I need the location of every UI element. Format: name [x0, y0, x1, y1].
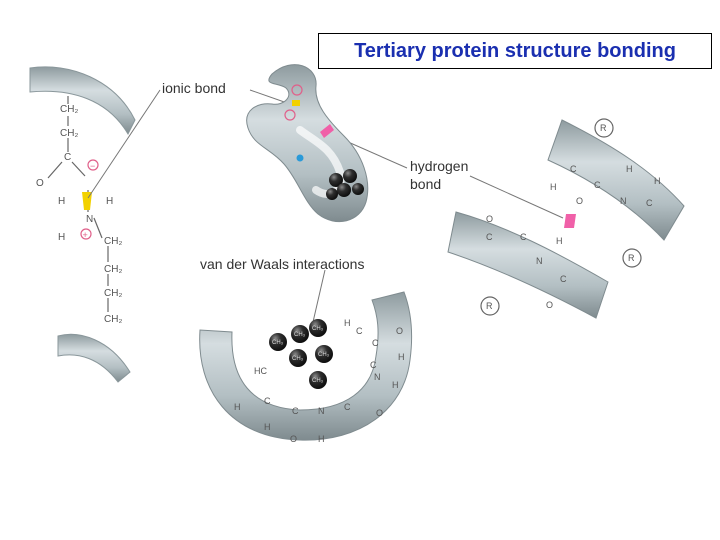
fold-charge-marker: [284, 109, 296, 121]
left-chain-group: H: [58, 232, 65, 243]
hydrophobic-sphere: [329, 173, 343, 187]
vdw-atom: N: [318, 406, 325, 416]
vdw-atom: H: [264, 422, 271, 432]
methyl-sphere: [309, 371, 327, 389]
left-chain-group: H: [106, 196, 113, 207]
methyl-label: CH₃: [294, 332, 306, 338]
left-chain-group: CH₂: [60, 104, 78, 115]
hydrogen-bond-label-line1: hydrogen: [410, 158, 469, 174]
methyl-sphere: [291, 325, 309, 343]
left-bottom-backbone: [57, 333, 131, 383]
right-atom: C: [646, 198, 653, 208]
left-chain-group: N: [86, 214, 93, 225]
vdw-u-backbone: [199, 291, 413, 441]
r-group-marker: [480, 296, 500, 316]
vdw-atom: O: [290, 434, 297, 444]
right-atom: O: [486, 214, 493, 224]
folded-protein: [246, 64, 369, 223]
right-atom: C: [560, 274, 567, 284]
fold-cation-marker: [296, 154, 304, 162]
vdw-atom: C: [372, 338, 379, 348]
left-chain-charge: +: [83, 230, 88, 240]
methyl-sphere: [269, 333, 287, 351]
vdw-atom: H: [344, 318, 351, 328]
fold-hydrogen-bond-marker: [320, 124, 334, 138]
left-chain-group: H: [58, 196, 65, 207]
right-lower-strand: [447, 211, 609, 319]
fold-ionic-marker: [292, 100, 300, 106]
right-upper-strand: [547, 119, 685, 241]
left-chain-group: O: [36, 178, 44, 189]
left-chain-charge: −: [90, 161, 95, 171]
right-atom: N: [536, 256, 543, 266]
folded-protein-core: [326, 169, 364, 200]
van-der-waals-label: van der Waals interactions: [200, 256, 365, 272]
vdw-atom: C: [370, 360, 377, 370]
methyl-label: CH₃: [292, 356, 304, 362]
vdw-atom: C: [292, 406, 299, 416]
r-group-marker: [594, 118, 614, 138]
right-atom: H: [626, 164, 633, 174]
vdw-atom: C: [344, 402, 351, 412]
vdw-atom: O: [396, 326, 403, 336]
right-hydrogen-bond-marker: [564, 214, 576, 228]
r-group-label: R: [600, 123, 607, 133]
vdw-methyl-spheres: [269, 319, 333, 389]
callout-lines: [87, 89, 564, 323]
methyl-label: CH₃: [318, 352, 330, 358]
vdw-atom: O: [376, 408, 383, 418]
left-top-backbone: [29, 66, 136, 136]
vdw-atom: H: [392, 380, 399, 390]
right-atom: C: [570, 164, 577, 174]
left-chain-group: CH₂: [104, 288, 122, 299]
right-atom: C: [594, 180, 601, 190]
methyl-label: CH₃: [312, 378, 324, 384]
vdw-atom: H: [398, 352, 405, 362]
left-chain-group: CH₂: [104, 264, 122, 275]
ionic-bond-label: ionic bond: [162, 80, 226, 96]
hydrogen-bond-label-line2: bond: [410, 176, 442, 192]
methyl-sphere: [289, 349, 307, 367]
right-atom: C: [486, 232, 493, 242]
positive-charge-marker: [80, 228, 92, 240]
left-chain-text: CH₂ CH₂ C O H N H H CH₂ CH₂ CH₂ CH₂: [36, 104, 122, 325]
hydrophobic-sphere: [352, 183, 364, 195]
vdw-atom-labels: H C O C H HC C N H H C C N C H O H O: [234, 318, 405, 444]
left-chain-group: C: [64, 152, 71, 163]
right-atom: H: [654, 176, 661, 186]
r-group-marker: [622, 248, 642, 268]
vdw-atom: HC: [254, 366, 267, 376]
methyl-label: CH₃: [272, 340, 284, 346]
fold-charge-marker: [291, 84, 303, 96]
left-chain-group: CH₂: [104, 236, 122, 247]
vdw-atom: N: [374, 372, 381, 382]
left-chain-group: CH₂: [104, 314, 122, 325]
hydrophobic-sphere: [343, 169, 357, 183]
vdw-atom: H: [234, 402, 241, 412]
right-atom: H: [556, 236, 563, 246]
slide-title: Tertiary protein structure bonding: [318, 33, 712, 69]
methyl-sphere: [315, 345, 333, 363]
r-group-label: R: [486, 301, 493, 311]
right-atom: H: [550, 182, 557, 192]
methyl-sphere: [309, 319, 327, 337]
vdw-atom: H: [318, 434, 325, 444]
vdw-atom: C: [356, 326, 363, 336]
negative-charge-marker: [87, 159, 99, 171]
right-atom: O: [576, 196, 583, 206]
left-chain-group: CH₂: [60, 128, 78, 139]
right-atom: C: [520, 232, 527, 242]
right-atom: O: [546, 300, 553, 310]
r-group-label: R: [628, 253, 635, 263]
right-atom: N: [620, 196, 627, 206]
hydrophobic-sphere: [337, 183, 351, 197]
hydrophobic-sphere: [326, 188, 338, 200]
vdw-methyl-labels: CH₃ CH₃ CH₃ CH₃ CH₃ CH₃: [272, 326, 330, 384]
right-atom-labels: H H C C N C O H O C C N H C O: [486, 164, 661, 310]
vdw-atom: C: [264, 396, 271, 406]
methyl-label: CH₃: [312, 326, 324, 332]
